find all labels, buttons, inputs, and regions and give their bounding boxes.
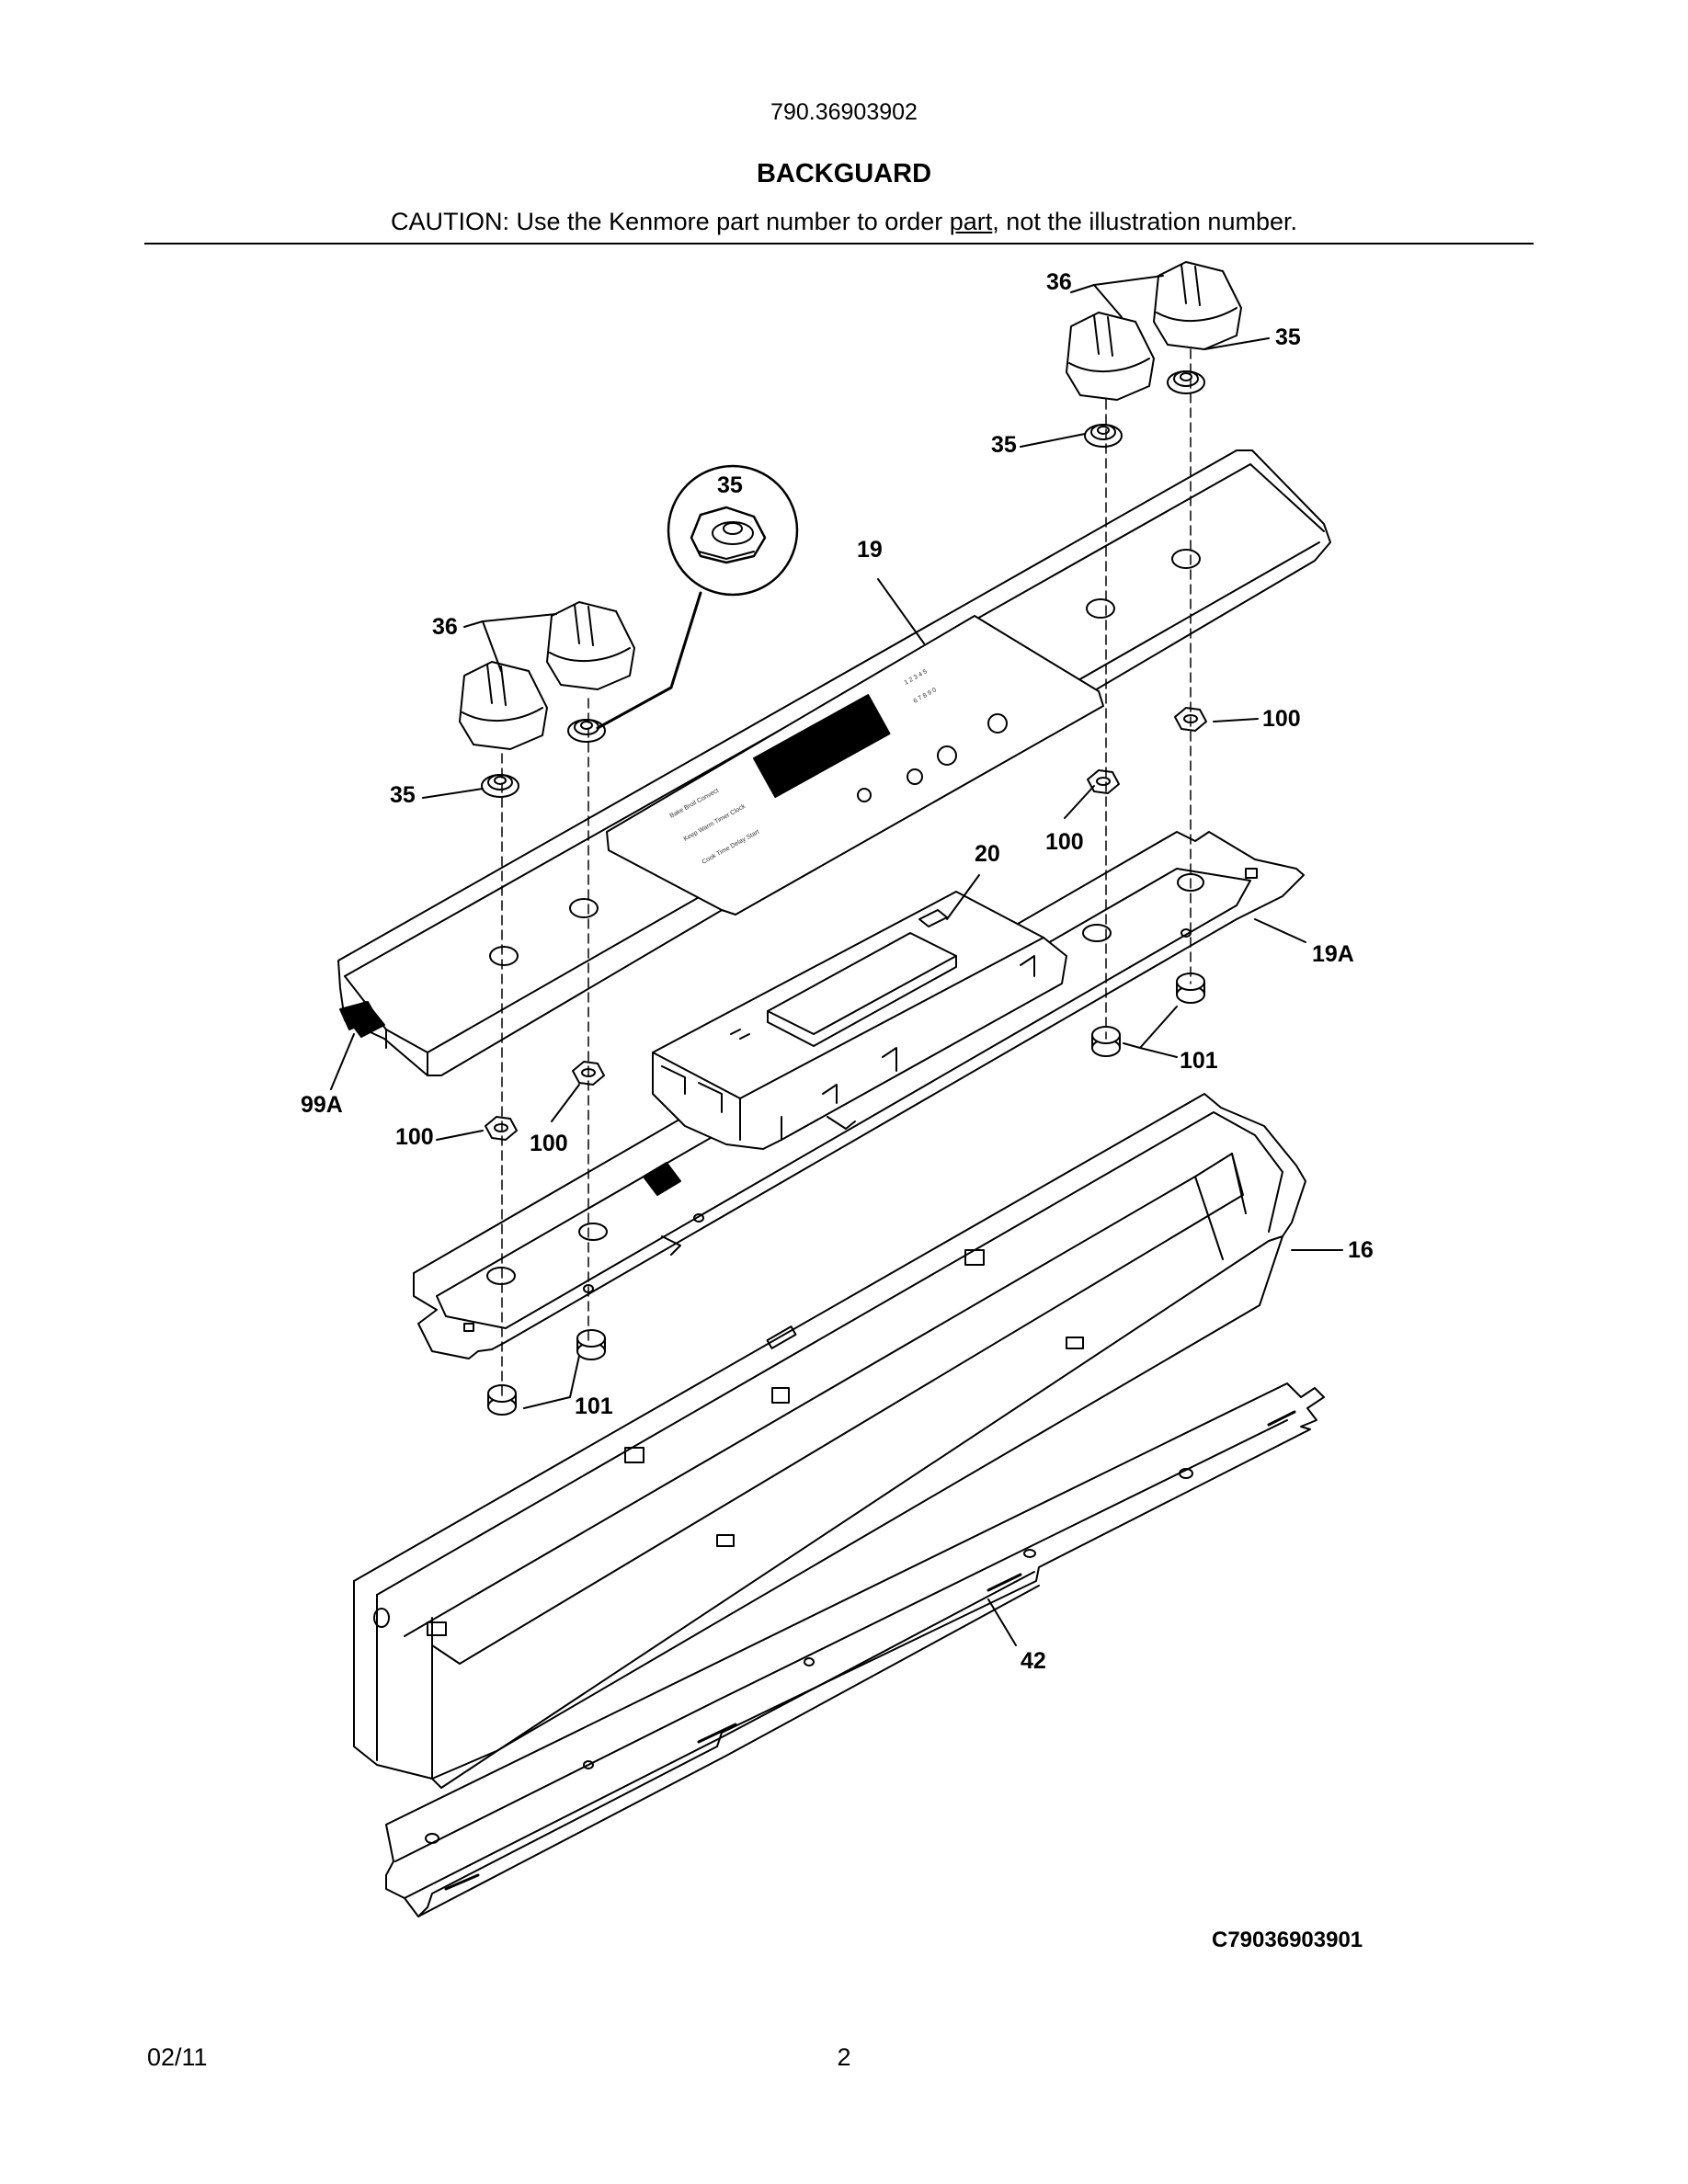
lower-frame	[353, 1093, 1306, 1789]
alignment-lines	[501, 348, 1192, 1398]
leader-lines	[422, 275, 1343, 1646]
callout-101-left: 101	[575, 1393, 613, 1419]
header-rule	[144, 243, 1534, 245]
nut-100-left	[485, 1116, 518, 1141]
diagram-code: C79036903901	[1212, 1928, 1363, 1952]
caution-prefix: CAUTION: Use the Kenmore part number to …	[391, 208, 950, 235]
callout-100-right: 100	[1262, 706, 1301, 732]
model-number: 790.36903902	[770, 99, 918, 125]
bottom-trim-strip	[385, 1382, 1325, 1917]
nut-35-left-rear	[567, 719, 606, 743]
callout-101-right: 101	[1180, 1048, 1218, 1074]
nut-101-left-rear	[576, 1329, 606, 1360]
callout-35-top-mid: 35	[991, 432, 1017, 458]
nut-35-left-front	[481, 774, 519, 798]
backguard-panel	[337, 449, 1331, 1076]
nut-101-right-front	[1091, 1026, 1121, 1057]
callout-19a: 19A	[1312, 941, 1354, 967]
callout-35-left: 35	[390, 782, 416, 808]
nut-101-right-rear	[1176, 973, 1205, 1004]
section-title: BACKGUARD	[756, 159, 932, 188]
nut-detail-magnifier	[596, 464, 799, 730]
callout-100-center: 100	[530, 1131, 568, 1156]
footer-page-number: 2	[837, 2043, 851, 2071]
callout-36-left: 36	[432, 614, 458, 640]
caution-part-link[interactable]: part	[949, 208, 993, 235]
callout-20: 20	[975, 841, 1000, 867]
knob-left-rear	[546, 601, 635, 690]
callout-42: 42	[1021, 1648, 1046, 1674]
nut-101-left-front	[487, 1384, 517, 1416]
knob-top-right	[1153, 261, 1242, 350]
nut-100-mid	[1087, 769, 1120, 794]
knob-top-mid	[1066, 312, 1155, 401]
callout-16: 16	[1348, 1237, 1374, 1263]
callout-35-top-right: 35	[1275, 324, 1301, 350]
callout-100-left: 100	[395, 1124, 434, 1150]
ribbon-cable	[330, 1001, 385, 1090]
callout-99a: 99A	[301, 1092, 343, 1118]
callout-36-top: 36	[1046, 269, 1072, 295]
knob-left-front	[459, 661, 548, 750]
electronic-control-board	[652, 891, 1067, 1150]
callout-100-mid: 100	[1045, 829, 1084, 855]
nut-35-top-mid	[1084, 424, 1123, 448]
nut-35-top-right	[1167, 370, 1205, 394]
callout-19: 19	[857, 537, 883, 563]
footer-date: 02/11	[147, 2043, 208, 2071]
caution-note: CAUTION: Use the Kenmore part number to …	[0, 208, 1688, 236]
caution-suffix: , not the illustration number.	[992, 208, 1297, 235]
callout-35-detail: 35	[717, 472, 743, 498]
